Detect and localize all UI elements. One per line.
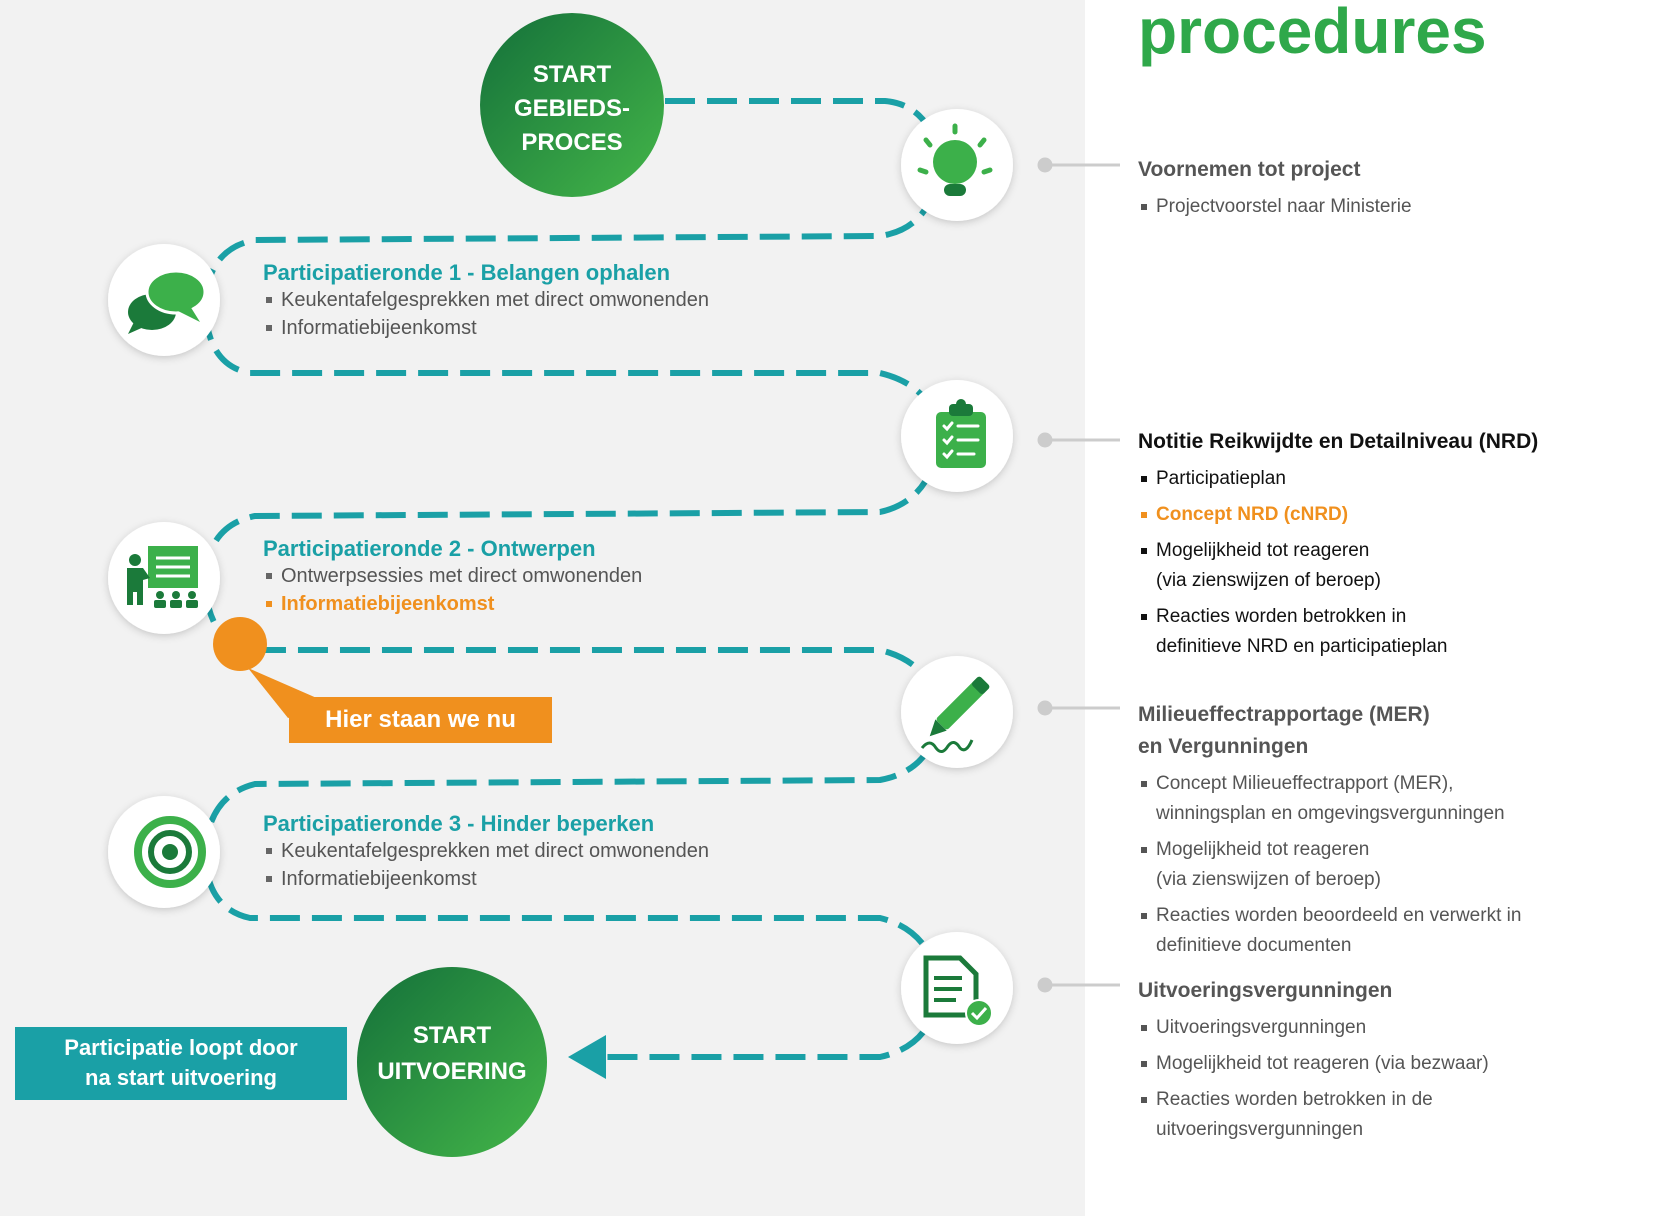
start-execution-label: START UITVOERING: [377, 1022, 527, 1085]
arrowhead: [568, 1035, 606, 1079]
presentation-icon: [127, 546, 198, 608]
continue-participation-box: Participatie loopt door na start uitvoer…: [15, 1027, 347, 1100]
step-bullet: Concept Milieueffectrapport (MER),: [1138, 769, 1521, 799]
round-1: Participatieronde 1 - Belangen ophalen K…: [263, 260, 709, 342]
chat-bubbles-icon: [128, 269, 207, 334]
start-process-circle: [480, 13, 664, 197]
step-bullet: Participatieplan: [1138, 464, 1538, 494]
step-bullet: Reacties worden beoordeeld en verwerkt i…: [1138, 901, 1521, 931]
round-2: Participatieronde 2 - Ontwerpen Ontwerps…: [263, 536, 642, 618]
round-item: Informatiebijeenkomst: [263, 865, 709, 893]
document-check-icon: [923, 955, 993, 1027]
round-title: Participatieronde 3 - Hinder beperken: [263, 811, 655, 836]
step-bullet-cont: definitieve documenten: [1156, 935, 1352, 956]
round-title: Participatieronde 2 - Ontwerpen: [263, 536, 596, 561]
round-item: Keukentafelgesprekken met direct omwonen…: [263, 286, 709, 314]
step-bullet: Reacties worden betrokken in de: [1138, 1085, 1489, 1115]
step-heading: Notitie Reikwijdte en Detailniveau (NRD): [1138, 430, 1539, 453]
lightbulb-icon: [917, 123, 993, 196]
step-voornemen: Voornemen tot project Projectvoorstel na…: [1138, 154, 1412, 222]
step-bullet: Uitvoeringsvergunningen: [1138, 1013, 1489, 1043]
step-heading: Uitvoeringsvergunningen: [1138, 979, 1393, 1002]
step-mer: Milieueffectrapportage (MER) en Vergunni…: [1138, 699, 1521, 961]
round-3: Participatieronde 3 - Hinder beperken Ke…: [263, 811, 709, 893]
step-bullet: Projectvoorstel naar Ministerie: [1138, 192, 1412, 222]
step-bullet-cont: definitieve NRD en participatieplan: [1156, 636, 1448, 657]
round-item: Informatiebijeenkomst: [263, 314, 709, 342]
start-process-label: START GEBIEDS- PROCES: [513, 61, 630, 156]
round-item: Ontwerpsessies met direct omwonenden: [263, 562, 642, 590]
step-bullet: Reacties worden betrokken in: [1138, 602, 1538, 632]
round-item: Keukentafelgesprekken met direct omwonen…: [263, 837, 709, 865]
connector-lines: [1037, 157, 1120, 993]
step-bullet-cont: uitvoeringsvergunningen: [1156, 1119, 1364, 1140]
step-bullet: Mogelijkheid tot reageren (via bezwaar): [1138, 1049, 1489, 1079]
start-execution-circle: [357, 967, 547, 1157]
step-uitvoering: Uitvoeringsvergunningen Uitvoeringsvergu…: [1138, 975, 1489, 1145]
step-heading: en Vergunningen: [1138, 735, 1309, 758]
step-bullet: Mogelijkheid tot reageren: [1138, 835, 1521, 865]
round-item-current: Informatiebijeenkomst: [263, 590, 642, 618]
step-bullet-cont: (via zienswijzen of beroep): [1156, 570, 1381, 591]
step-bullet-cont: winningsplan en omgevingsvergunningen: [1156, 803, 1505, 824]
here-label: Hier staan we nu: [289, 697, 552, 743]
target-icon: [134, 816, 206, 888]
step-nrd: Notitie Reikwijdte en Detailniveau (NRD)…: [1138, 426, 1538, 662]
step-bullet: Mogelijkheid tot reageren: [1138, 536, 1538, 566]
round-title: Participatieronde 1 - Belangen ophalen: [263, 260, 671, 285]
step-heading: Voornemen tot project: [1138, 158, 1361, 181]
page-title: procedures: [1138, 0, 1487, 67]
step-heading: Milieueffectrapportage (MER): [1138, 703, 1430, 726]
clipboard-checklist-icon: [936, 399, 986, 468]
step-bullet-current: Concept NRD (cNRD): [1138, 500, 1538, 530]
pen-signature-icon: [920, 676, 990, 753]
step-bullet-cont: (via zienswijzen of beroep): [1156, 869, 1381, 890]
